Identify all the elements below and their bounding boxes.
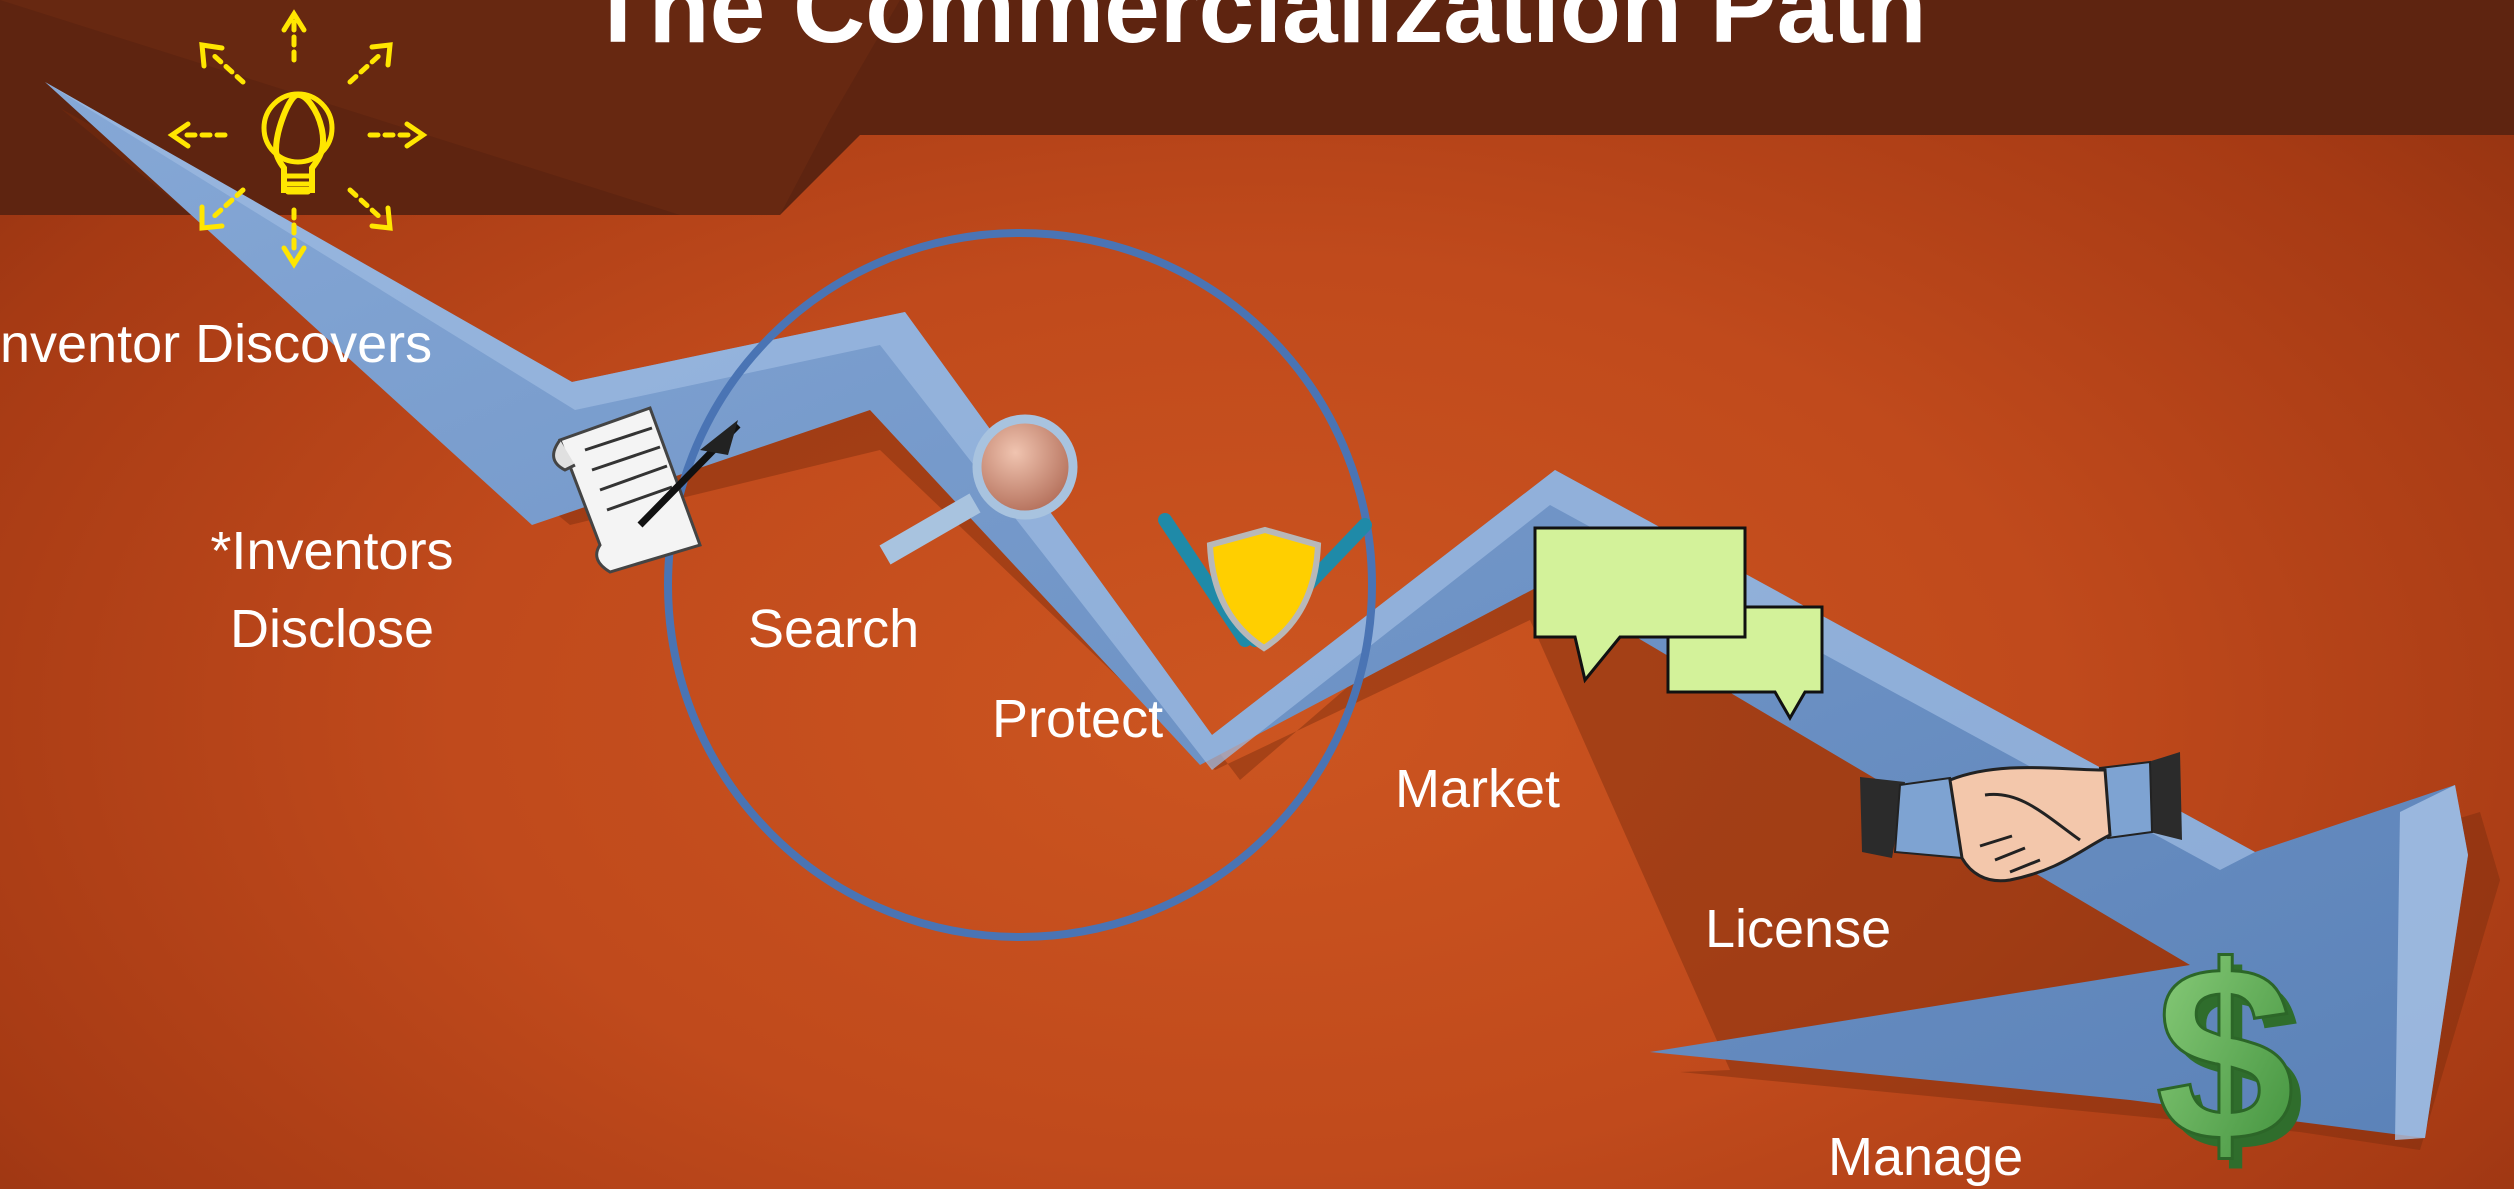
svg-text:$: $ — [2165, 924, 2304, 1189]
document-quill-icon — [552, 406, 741, 574]
path-arrow-head-edge — [2395, 785, 2468, 1140]
step-label-protect: Protect — [992, 689, 1164, 749]
path-arrow — [45, 82, 2468, 1138]
step-label-inventors-disclose-line2: Disclose — [229, 599, 435, 659]
shield-swords-icon — [1158, 513, 1372, 652]
handshake-icon — [1860, 752, 2182, 883]
step-label-license: License — [1705, 899, 1892, 959]
page-title: The Commercialization Path — [587, 0, 1927, 64]
search-protect-circle — [664, 229, 1376, 941]
svg-text:$: $ — [2155, 914, 2294, 1189]
magnifying-glass-icon — [879, 414, 1078, 565]
step-label-market: Market — [1395, 759, 1561, 819]
step-label-manage: Manage — [1828, 1127, 2024, 1187]
step-label-inventors-disclose: *Inventors Disclose — [192, 512, 472, 668]
step-label-inventor-discovers: nventor Discovers — [0, 314, 433, 374]
step-label-search: Search — [748, 599, 920, 659]
lightbulb-icon — [167, 9, 428, 269]
header-banner-shadow — [0, 0, 900, 215]
path-arrow-shadow — [60, 108, 2500, 1150]
step-label-inventors-disclose-line1: *Inventors — [210, 521, 454, 581]
speech-bubbles-icon — [1533, 526, 1824, 722]
dollar-sign-icon: $ $ — [2154, 913, 2305, 1189]
